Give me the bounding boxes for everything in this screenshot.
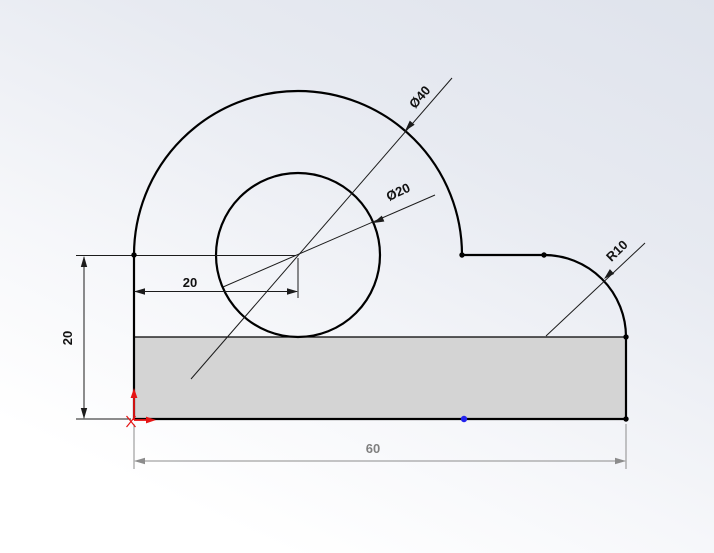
vertex-point[interactable] — [541, 252, 547, 258]
profile-outline[interactable] — [132, 89, 628, 421]
vertex-point[interactable] — [459, 252, 465, 258]
origin-marker[interactable] — [126, 388, 157, 428]
arrowhead-icon — [405, 120, 415, 131]
dimension-value[interactable]: Ø20 — [384, 180, 413, 204]
leader-line[interactable] — [222, 194, 436, 288]
arrowhead-icon — [373, 215, 385, 223]
origin-y-arrow-icon — [130, 388, 138, 398]
dimension-value[interactable]: 20 — [183, 275, 197, 290]
arrowhead-right-icon — [615, 457, 626, 465]
dimension-offset-horizontal[interactable]: 20 — [134, 258, 299, 298]
vertex-point[interactable] — [623, 416, 629, 422]
dimension-width-bottom[interactable]: 60 — [133, 424, 627, 469]
dimension-diameter-hole[interactable]: Ø20 — [222, 180, 436, 288]
vertex-point[interactable] — [623, 334, 629, 340]
vertex-point[interactable] — [131, 252, 137, 258]
closed-contour-region[interactable] — [134, 337, 626, 419]
dimension-radius-corner[interactable]: R10 — [545, 237, 646, 337]
sketch-point[interactable] — [460, 415, 468, 423]
dimension-height-left[interactable]: 20 — [60, 255, 296, 420]
arrowhead-left-icon — [134, 457, 145, 465]
dimension-value[interactable]: 20 — [60, 331, 75, 345]
origin-x-arrow-icon — [146, 416, 156, 424]
dimension-value[interactable]: 60 — [366, 441, 380, 456]
arrowhead-right-icon — [287, 288, 298, 295]
leader-line[interactable] — [545, 242, 646, 337]
arrowhead-icon — [604, 269, 615, 279]
arrowhead-down-icon — [80, 408, 88, 419]
dimension-value[interactable]: Ø40 — [406, 83, 433, 111]
arrowhead-left-icon — [134, 288, 145, 295]
arrowhead-up-icon — [80, 256, 88, 267]
